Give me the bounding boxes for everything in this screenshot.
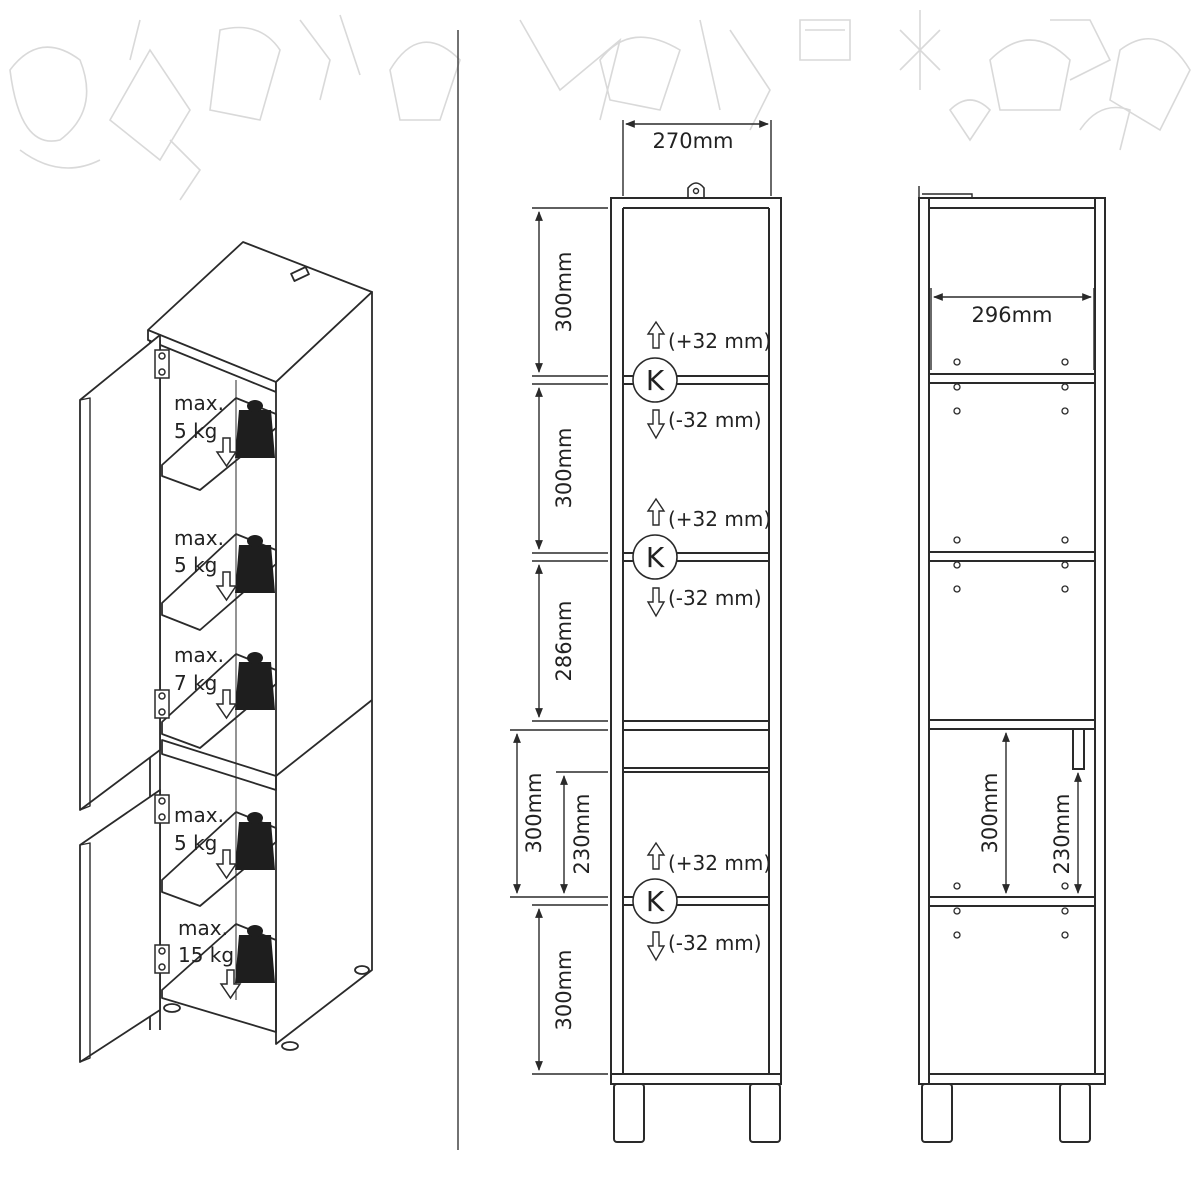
leg: [281, 1041, 299, 1051]
load-marker: max. 5 kg: [174, 391, 224, 443]
front-left-dimension-labels: 300mm 300mm 286mm 300mm 230mm 300mm: [522, 252, 594, 1031]
svg-text:5 kg: 5 kg: [174, 553, 217, 577]
k-marker-circle: [632, 357, 678, 403]
svg-text:max.: max.: [174, 526, 224, 550]
svg-text:(+32 mm): (+32 mm): [668, 507, 771, 531]
hinge-icon: [154, 349, 170, 379]
load-label-line1: max.: [174, 391, 224, 415]
up-arrow-icon: [646, 841, 666, 870]
svg-text:300mm: 300mm: [552, 252, 576, 333]
svg-text:(-32 mm): (-32 mm): [668, 931, 762, 955]
shelf-pin-holes: [953, 358, 1069, 939]
iso-drawer-rail: [161, 739, 277, 791]
front-width-dimension: [622, 120, 772, 196]
hanger-bracket: [290, 266, 310, 282]
down-arrow-icon: [646, 931, 666, 962]
weight-icon: [235, 400, 275, 458]
upper-door: [79, 334, 161, 811]
iso-load-markers: max. 5 kg max. 5 kg max. 7 kg max. 5 kg …: [174, 391, 275, 1000]
load-marker: max. 15 kg: [178, 916, 234, 967]
svg-text:300mm: 300mm: [522, 773, 546, 854]
lower-door: [79, 789, 161, 1063]
adjust-up-label: (+32 mm): [668, 329, 771, 353]
front-view: [610, 182, 782, 1143]
iso-bottom: [161, 923, 277, 1033]
up-arrow-icon: [646, 497, 666, 526]
k-marker-circle: [632, 534, 678, 580]
hinge-icon: [154, 794, 170, 824]
svg-text:300mm: 300mm: [552, 950, 576, 1031]
shelf-adjust-markers: K (+32 mm) (-32 mm) K (+32 mm) (-32 mm) …: [632, 320, 771, 962]
hinge-icon: [154, 944, 170, 974]
load-marker: max. 5 kg: [174, 803, 224, 855]
side-inner-dimensions: [1002, 732, 1082, 894]
cabinet-side-panel: [275, 291, 373, 1045]
side-outer-frame: [918, 197, 1106, 1085]
side-shelf: [928, 896, 1096, 907]
hinges: [154, 349, 170, 974]
hinge-icon: [154, 689, 170, 719]
svg-text:K: K: [646, 541, 665, 574]
svg-text:max.: max.: [178, 916, 228, 940]
leg: [163, 1003, 181, 1013]
weight-icon: [235, 535, 275, 593]
svg-text:15 kg: 15 kg: [178, 943, 234, 967]
leg: [1059, 1083, 1091, 1143]
load-marker: max. 7 kg: [174, 643, 224, 695]
isometric-cabinet: [79, 241, 373, 1063]
svg-text:286mm: 286mm: [552, 601, 576, 682]
side-shelf: [928, 373, 1096, 384]
side-depth-label: 296mm: [972, 303, 1053, 327]
shelf-adjust-marker: K (+32 mm) (-32 mm): [632, 320, 771, 440]
side-shelf: [928, 551, 1096, 562]
load-label-line2: 5 kg: [174, 419, 217, 443]
side-dim-230-label: 230mm: [1050, 794, 1074, 875]
k-marker-circle: [632, 878, 678, 924]
weight-icon: [235, 652, 275, 710]
down-arrow-icon: [215, 689, 238, 720]
svg-text:max.: max.: [174, 803, 224, 827]
down-arrow-icon: [215, 849, 238, 880]
up-arrow-icon: [646, 320, 666, 349]
leg: [749, 1083, 781, 1143]
svg-text:5 kg: 5 kg: [174, 831, 217, 855]
down-arrow-icon: [646, 409, 666, 440]
svg-text:(-32 mm): (-32 mm): [668, 586, 762, 610]
svg-text:300mm: 300mm: [552, 428, 576, 509]
svg-text:7 kg: 7 kg: [174, 671, 217, 695]
weight-icon: [235, 925, 275, 983]
side-fixed-shelf: [928, 719, 1096, 730]
load-marker: max. 5 kg: [174, 526, 224, 577]
down-arrow-icon: [215, 437, 238, 468]
side-drawer-bracket: [1072, 728, 1085, 770]
leg: [921, 1083, 953, 1143]
shelf-adjust-marker: K (+32 mm) (-32 mm): [632, 497, 771, 618]
front-outer-frame: [610, 197, 782, 1085]
side-dim-300-label: 300mm: [978, 773, 1002, 854]
down-arrow-icon: [219, 969, 242, 1000]
svg-text:230mm: 230mm: [570, 794, 594, 875]
side-view: [918, 186, 1106, 1143]
front-left-dimensions: [510, 207, 608, 1075]
leg: [613, 1083, 645, 1143]
svg-text:(+32 mm): (+32 mm): [668, 851, 771, 875]
svg-text:max.: max.: [174, 643, 224, 667]
adjust-down-label: (-32 mm): [668, 408, 762, 432]
weight-icon: [235, 812, 275, 870]
shelf-adjust-marker: K (+32 mm) (-32 mm): [632, 841, 771, 962]
background-sketches: [9, 10, 1191, 201]
down-arrow-icon: [215, 571, 238, 602]
leg: [354, 965, 370, 975]
hanger-bracket: [687, 182, 705, 198]
side-depth-dimension: [930, 288, 1095, 370]
front-width-label: 270mm: [653, 129, 734, 153]
svg-text:K: K: [646, 885, 665, 918]
shelf-marker-letter: K: [646, 364, 665, 397]
down-arrow-icon: [646, 587, 666, 618]
